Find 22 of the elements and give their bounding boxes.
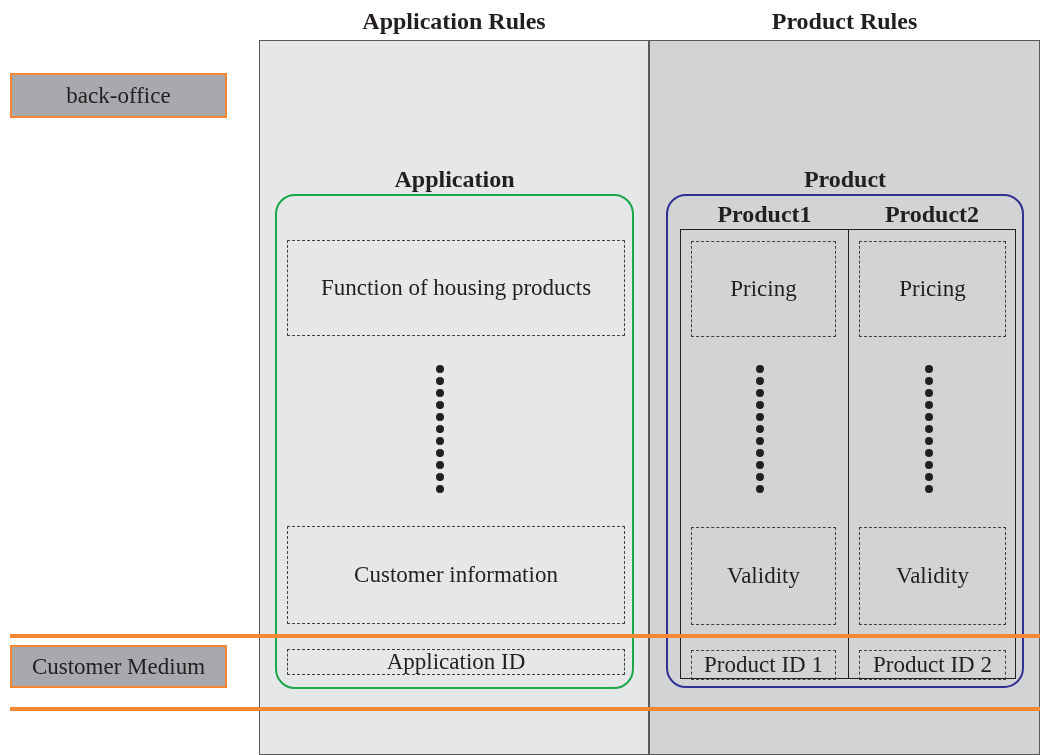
label-box (10, 73, 227, 118)
box-text: back-office (65, 81, 172, 110)
box-text: Application ID (385, 649, 527, 675)
box-text: Validity (726, 562, 801, 590)
box-text: Customer Medium (30, 652, 207, 681)
group-heading: Product1 (716, 200, 813, 229)
group-heading: Product2 (883, 200, 981, 229)
box-text: Validity (895, 562, 970, 590)
id-box (691, 650, 836, 680)
box-text: Pricing (898, 275, 967, 303)
id-box (287, 649, 625, 675)
label-box (10, 645, 227, 688)
box-text: Pricing (729, 275, 798, 303)
box-text: Customer information (353, 561, 559, 589)
box-text: Product ID 2 (872, 652, 993, 678)
id-box (859, 650, 1006, 680)
box-text: Function of housing products (319, 274, 593, 302)
group-heading: Product Rules (770, 7, 919, 36)
group-heading: Application Rules (361, 7, 547, 36)
box-text: Product ID 1 (703, 652, 824, 678)
group-heading: Product (802, 165, 888, 194)
group-heading: Application (393, 165, 516, 194)
